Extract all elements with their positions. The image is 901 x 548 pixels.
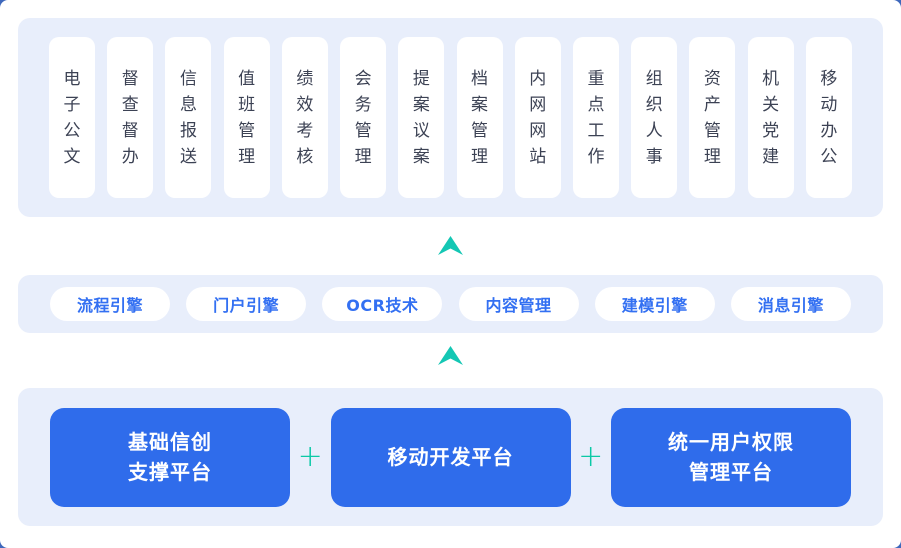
app-card: 会务管理 <box>340 37 387 198</box>
app-card-char: 重 <box>587 68 605 89</box>
app-card-char: 子 <box>63 94 81 115</box>
app-card-char: 会 <box>354 68 372 89</box>
app-card-char: 核 <box>296 146 314 167</box>
platform-box: 统一用户权限 管理平台 <box>611 407 851 507</box>
app-card-char: 网 <box>529 120 547 141</box>
app-card-char: 案 <box>412 94 430 115</box>
app-card-char: 管 <box>703 120 721 141</box>
app-card-char: 建 <box>762 146 780 167</box>
engines-panel: 流程引擎门户引擎 OCR技术内容管理建模引擎消息引擎 <box>18 275 883 333</box>
applications-panel: 电子公文督查督办信息报送值班管理绩效考核会务管理提案议案档案管理内网网站重点工作… <box>18 18 883 217</box>
app-card-char: 关 <box>762 94 780 115</box>
app-card-char: 作 <box>587 146 605 167</box>
app-card-char: 组 <box>645 68 663 89</box>
app-card-char: 工 <box>587 120 605 141</box>
app-card: 移动办公 <box>805 37 852 198</box>
app-card-char: 点 <box>587 94 605 115</box>
app-card-char: 班 <box>238 94 256 115</box>
plus-separator: + <box>578 439 604 474</box>
app-card-char: 案 <box>471 94 489 115</box>
app-card-char: 管 <box>238 120 256 141</box>
app-card-char: 理 <box>238 146 256 167</box>
app-card-char: 机 <box>762 68 780 89</box>
app-card-char: 案 <box>412 146 430 167</box>
engine-pill: 内容管理 <box>458 287 579 321</box>
app-card: 督查督办 <box>107 37 154 198</box>
app-card-char: 事 <box>645 146 663 167</box>
app-card-char: 提 <box>412 68 430 89</box>
app-card-char: 档 <box>471 68 489 89</box>
app-card: 档案管理 <box>456 37 503 198</box>
platform-box: 移动开发平台 <box>330 407 571 507</box>
app-card-char: 送 <box>179 146 197 167</box>
app-card-char: 党 <box>762 120 780 141</box>
app-card-char: 移 <box>820 68 838 89</box>
app-card-char: 办 <box>820 120 838 141</box>
app-card-char: 人 <box>645 120 663 141</box>
app-card: 值班管理 <box>223 37 270 198</box>
app-card: 组织人事 <box>631 37 678 198</box>
engine-pill: OCR技术 <box>322 287 443 321</box>
app-card-char: 息 <box>179 94 197 115</box>
app-card-char: 督 <box>121 68 139 89</box>
app-card-char: 电 <box>63 68 81 89</box>
platform-box: 基础信创 支撑平台 <box>50 407 290 507</box>
app-card-char: 理 <box>703 146 721 167</box>
app-card-char: 文 <box>63 146 81 167</box>
app-card-char: 站 <box>529 146 547 167</box>
app-card-char: 管 <box>354 120 372 141</box>
app-card: 提案议案 <box>398 37 445 198</box>
app-card: 资产管理 <box>689 37 736 198</box>
app-card-char: 绩 <box>296 68 314 89</box>
app-card-char: 管 <box>471 120 489 141</box>
app-card-char: 查 <box>121 94 139 115</box>
app-card-char: 考 <box>296 120 314 141</box>
engine-pill: 流程引擎 <box>50 287 170 321</box>
app-card-char: 产 <box>703 94 721 115</box>
engine-pill: 消息引擎 <box>730 287 851 321</box>
app-card-char: 信 <box>179 68 197 89</box>
app-card-char: 督 <box>121 120 139 141</box>
up-arrow-icon <box>438 346 463 365</box>
platforms-panel: 基础信创 支撑平台+移动开发平台+统一用户权限 管理平台 <box>18 388 883 526</box>
app-card: 内网网站 <box>514 37 561 198</box>
app-card-char: 网 <box>529 94 547 115</box>
up-arrow-icon <box>438 236 463 255</box>
app-card: 绩效考核 <box>281 37 328 198</box>
app-card-char: 内 <box>529 68 547 89</box>
engine-pill: 门户引擎 <box>186 287 307 321</box>
app-card: 电子公文 <box>49 37 95 198</box>
app-card-char: 议 <box>412 120 430 141</box>
app-card-char: 值 <box>238 68 256 89</box>
app-card-char: 资 <box>703 68 721 89</box>
engine-pill: 建模引擎 <box>594 287 715 321</box>
app-card: 重点工作 <box>572 37 619 198</box>
app-card-char: 理 <box>471 146 489 167</box>
app-card: 信息报送 <box>165 37 212 198</box>
app-card-char: 公 <box>63 120 81 141</box>
app-card-char: 动 <box>820 94 838 115</box>
plus-separator: + <box>297 439 323 474</box>
app-card-char: 织 <box>645 94 663 115</box>
app-card: 机关党建 <box>747 37 794 198</box>
app-card-char: 效 <box>296 94 314 115</box>
app-card-char: 理 <box>354 146 372 167</box>
app-card-char: 公 <box>820 146 838 167</box>
app-card-char: 办 <box>121 146 139 167</box>
app-card-char: 务 <box>354 94 372 115</box>
app-card-char: 报 <box>179 120 197 141</box>
